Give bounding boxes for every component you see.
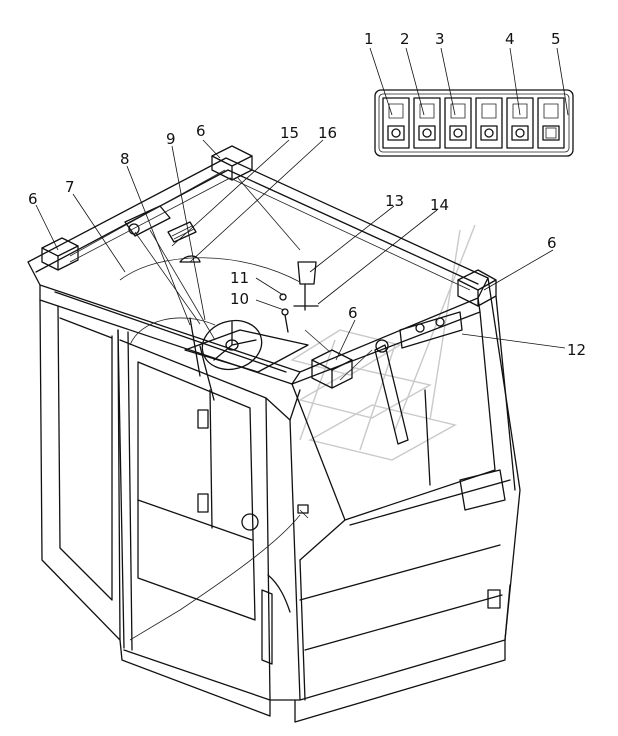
cab-body — [27, 145, 521, 723]
callout-11: 11 — [230, 269, 249, 287]
switch-4-icon — [475, 97, 503, 149]
callout-15: 15 — [280, 124, 299, 142]
switch-panel — [374, 89, 574, 157]
switch-2-icon — [413, 97, 441, 149]
callout-6-front: 6 — [348, 304, 358, 322]
callout-12: 12 — [567, 341, 586, 359]
callout-2: 2 — [400, 30, 410, 48]
callout-13: 13 — [385, 192, 404, 210]
callout-3: 3 — [435, 30, 445, 48]
switch-3-icon — [444, 97, 472, 149]
callout-6-right: 6 — [547, 234, 557, 252]
callout-10: 10 — [230, 290, 249, 308]
callout-6-top: 6 — [196, 122, 206, 140]
callout-7: 7 — [65, 178, 75, 196]
callout-6-left: 6 — [28, 190, 38, 208]
callout-14: 14 — [430, 196, 449, 214]
callout-5: 5 — [551, 30, 561, 48]
leader-lines — [35, 47, 569, 361]
callout-1: 1 — [364, 30, 374, 48]
switch-blank-icon — [537, 97, 565, 149]
callout-labels: 1 2 3 4 5 6 6 6 6 7 8 9 10 11 12 13 14 1… — [28, 30, 586, 359]
switch-5-icon — [506, 97, 534, 149]
callout-9: 9 — [166, 130, 176, 148]
callout-16: 16 — [318, 124, 337, 142]
callout-8: 8 — [120, 150, 130, 168]
callout-4: 4 — [505, 30, 515, 48]
switch-1-icon — [382, 97, 410, 149]
